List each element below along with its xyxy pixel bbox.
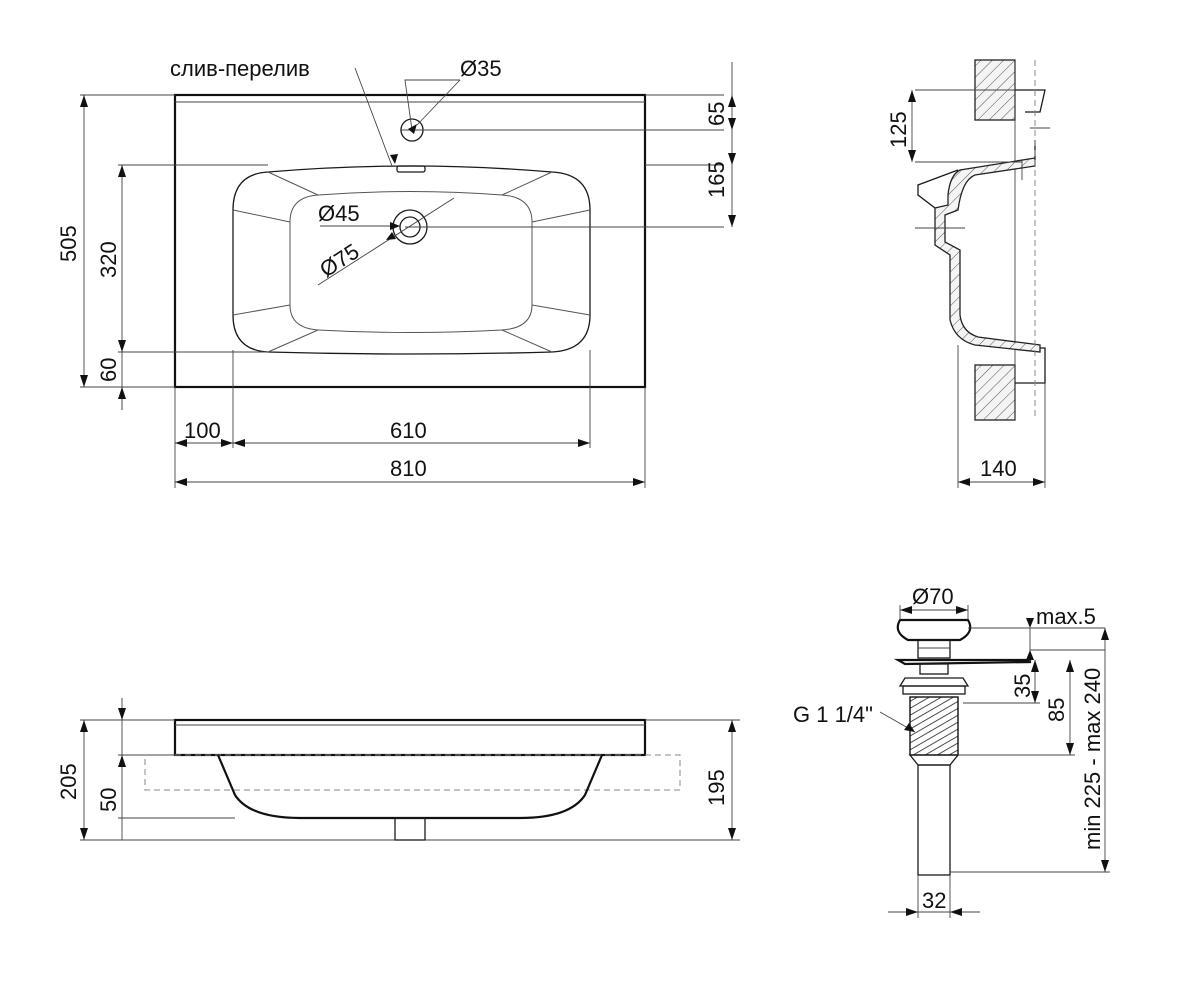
dim-fitting-body-height: 85 [1044, 698, 1069, 722]
thread-label: G 1 1/4" [793, 702, 873, 727]
dim-front-offset: 60 [96, 358, 121, 382]
basin-outline [173, 93, 647, 389]
dim-tap-to-drain: 165 [704, 161, 729, 198]
front-view: 205 50 195 [56, 698, 740, 841]
basin-section [934, 140, 1041, 353]
top-view: слив-перелив Ø35 Ø45 Ø75 505 320 60 65 1… [56, 56, 736, 488]
tap-hole-label: Ø35 [460, 56, 502, 81]
dim-front-bowl-height: 195 [704, 769, 729, 806]
dim-total-width: 810 [390, 456, 427, 481]
dim-bowl-width: 610 [390, 418, 427, 443]
dim-fitting-length-range: min 225 - max 240 [1080, 668, 1105, 850]
dim-fitting-top-height: 35 [1010, 674, 1035, 698]
drain-pipe [917, 764, 951, 876]
drain-cap [896, 618, 972, 642]
overflow-label: слив-перелив [170, 56, 310, 81]
drain-collar [898, 677, 970, 687]
drain-thread [909, 696, 959, 756]
drain-hole-label: Ø45 [318, 201, 360, 226]
side-section: 125 140 [886, 59, 1050, 488]
front-bowl [216, 754, 604, 820]
dim-front-total-height: 205 [56, 763, 81, 800]
dim-bowl-depth: 320 [96, 241, 121, 278]
dim-side-top-height: 125 [886, 111, 911, 148]
dim-pipe-diameter: 32 [922, 888, 946, 913]
cap-gap-label: max.5 [1036, 604, 1096, 629]
dim-tap-to-back: 65 [704, 102, 729, 126]
dim-front-body-height: 50 [96, 788, 121, 812]
front-hidden-outline [144, 754, 681, 791]
dim-total-depth: 505 [56, 225, 81, 262]
dim-side-depth: 140 [980, 456, 1017, 481]
wall-block-bottom [974, 364, 1016, 421]
bowl-outer [232, 165, 591, 355]
dim-left-offset: 100 [184, 418, 221, 443]
front-drain-stub [394, 817, 426, 841]
drain-fitting: Ø70 max.5 G 1 1/4" 35 85 min 225 - max 2… [793, 584, 1110, 918]
overflow-slot [396, 165, 426, 173]
cap-diameter-label: Ø70 [912, 584, 954, 609]
drain-outer-label: Ø75 [315, 239, 363, 283]
